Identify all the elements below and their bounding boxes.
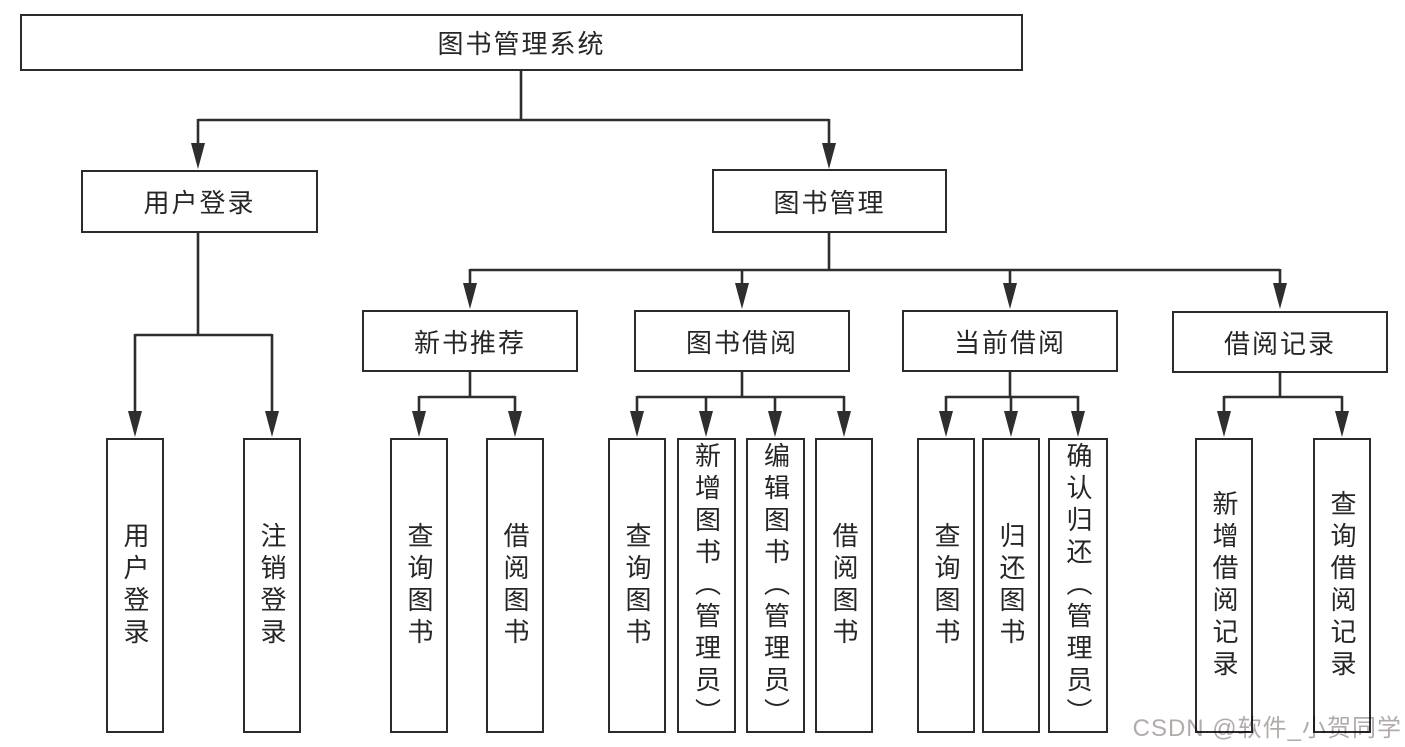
leaf-query-book-1: 查询图书: [390, 438, 448, 733]
leaf-add-book-admin-label: 新增图书（管理员）: [691, 441, 722, 730]
connector-root-branch: [196, 70, 831, 150]
node-book-management: 图书管理: [712, 169, 947, 233]
node-user-login: 用户登录: [81, 170, 318, 233]
leaf-borrow-book-1-label: 借阅图书: [500, 521, 530, 650]
node-root: 图书管理系统: [20, 14, 1023, 71]
connector-newbook-branch: [417, 372, 517, 418]
leaf-borrow-book-1: 借阅图书: [486, 438, 544, 733]
leaf-user-login-label: 用户登录: [120, 521, 150, 650]
leaf-return-book-label: 归还图书: [996, 521, 1026, 650]
leaf-query-book-3: 查询图书: [917, 438, 975, 733]
node-book-borrow: 图书借阅: [634, 310, 850, 372]
leaf-logout-label: 注销登录: [257, 521, 287, 650]
connector-records-branch: [1222, 372, 1344, 418]
leaf-edit-book-admin: 编辑图书（管理员）: [746, 438, 805, 733]
connector-bookborrow-branch: [635, 372, 846, 418]
leaf-logout: 注销登录: [243, 438, 301, 733]
leaf-query-book-2: 查询图书: [608, 438, 666, 733]
leaf-borrow-book-2: 借阅图书: [815, 438, 873, 733]
node-new-book-recommend: 新书推荐: [362, 310, 578, 372]
csdn-watermark: CSDN @软件_小贺同学: [1132, 715, 1402, 742]
leaf-borrow-book-2-label: 借阅图书: [829, 521, 859, 650]
leaf-query-borrow-record: 查询借阅记录: [1313, 438, 1371, 733]
leaf-user-login: 用户登录: [106, 438, 164, 733]
leaf-query-book-2-label: 查询图书: [622, 521, 652, 650]
connector-userlogin-branch: [133, 233, 274, 418]
leaf-confirm-return-admin: 确认归还（管理员）: [1048, 438, 1108, 733]
connector-currentborrow-branch: [944, 372, 1080, 418]
leaf-edit-book-admin-label: 编辑图书（管理员）: [760, 441, 791, 730]
leaf-return-book: 归还图书: [982, 438, 1040, 733]
leaf-add-book-admin: 新增图书（管理员）: [677, 438, 736, 733]
leaf-query-book-1-label: 查询图书: [404, 521, 434, 650]
leaf-confirm-return-admin-label: 确认归还（管理员）: [1063, 441, 1093, 730]
connector-bookmgmt-branch: [468, 233, 1282, 290]
node-current-borrow: 当前借阅: [902, 310, 1118, 372]
node-borrow-records: 借阅记录: [1172, 311, 1388, 373]
arrowhead-icons: [128, 143, 1349, 437]
leaf-query-borrow-record-label: 查询借阅记录: [1327, 489, 1357, 682]
leaf-query-book-3-label: 查询图书: [931, 521, 961, 650]
leaf-add-borrow-record-label: 新增借阅记录: [1209, 489, 1239, 682]
leaf-add-borrow-record: 新增借阅记录: [1195, 438, 1253, 733]
